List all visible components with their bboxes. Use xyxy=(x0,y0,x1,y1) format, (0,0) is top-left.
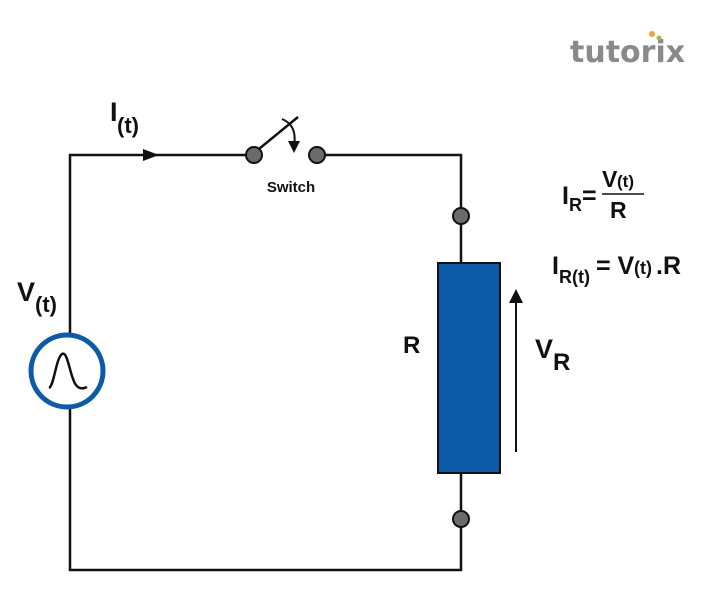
svg-text:I: I xyxy=(552,252,559,280)
equation-ohms-law: I R = V (t) R xyxy=(562,166,644,223)
resistor-terminal-top xyxy=(452,207,470,225)
svg-text:.R: .R xyxy=(656,252,681,280)
current-direction-arrow-icon xyxy=(143,149,159,161)
svg-text:I: I xyxy=(110,97,118,127)
wire-bottom xyxy=(68,409,463,572)
resistor-terminal-bottom xyxy=(452,510,470,528)
current-label: I (t) xyxy=(110,97,139,138)
switch-terminal-left xyxy=(245,146,263,164)
wire-top-right xyxy=(317,153,463,208)
sine-wave-source-icon xyxy=(48,352,88,390)
logo-dot-orange xyxy=(649,31,655,37)
svg-text:(t): (t) xyxy=(117,113,139,138)
resistor-label: R xyxy=(403,332,420,359)
svg-text:(t): (t) xyxy=(617,172,634,191)
svg-text:R(t): R(t) xyxy=(559,267,590,287)
voltage-arrow-icon xyxy=(509,289,523,303)
svg-text:V: V xyxy=(17,277,35,307)
svg-text:= V: = V xyxy=(596,252,635,280)
open-switch-icon xyxy=(245,116,326,164)
svg-text:V: V xyxy=(535,334,553,364)
svg-text:(t): (t) xyxy=(634,258,652,278)
source-ring xyxy=(28,332,106,410)
equation-current-time: I R(t) = V (t) .R xyxy=(552,252,681,287)
svg-text:R: R xyxy=(569,195,582,215)
svg-text:R: R xyxy=(553,349,570,376)
svg-text:V: V xyxy=(602,166,618,192)
svg-text:R: R xyxy=(610,197,627,223)
switch-label: Switch xyxy=(267,179,315,196)
resistor xyxy=(437,262,501,474)
source-label: V (t) xyxy=(17,277,57,317)
voltage-resistor-label: V R xyxy=(535,334,570,376)
svg-text:(t): (t) xyxy=(35,292,57,317)
wire-top-left xyxy=(68,153,247,333)
svg-text:I: I xyxy=(562,182,569,210)
logo-dot-green xyxy=(656,35,662,41)
switch-terminal-right xyxy=(308,146,326,164)
ac-source xyxy=(28,332,106,410)
logo-text: tutorix xyxy=(570,35,685,70)
circuit-wires xyxy=(68,153,463,572)
tutorix-logo: tutorix xyxy=(570,31,685,70)
svg-text:=: = xyxy=(582,182,597,210)
